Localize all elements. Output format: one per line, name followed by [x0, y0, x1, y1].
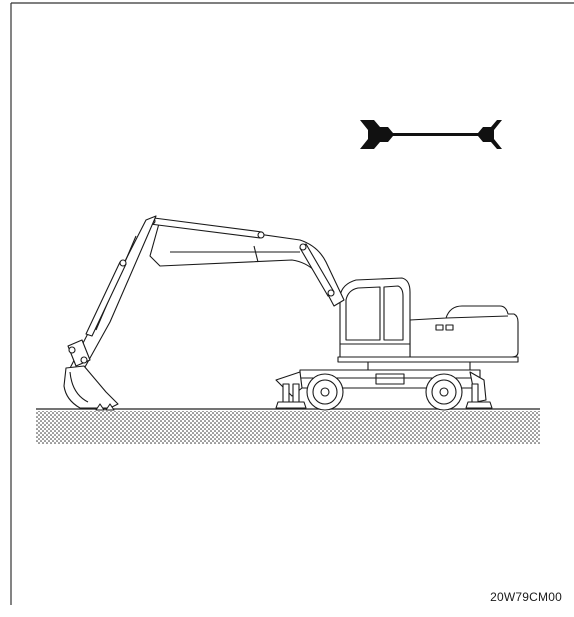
boom	[149, 219, 345, 307]
figure-code: 20W79CM00	[490, 590, 562, 604]
wheeled-excavator-icon	[63, 215, 519, 411]
front-wheel	[306, 373, 344, 411]
rear-outriggers	[465, 371, 493, 409]
wrench-icon	[360, 120, 502, 149]
rear-wheel	[425, 373, 463, 411]
front-outriggers	[275, 371, 307, 409]
bucket	[63, 365, 119, 409]
ground-dotted-fill	[36, 411, 540, 444]
engine-housing	[409, 305, 519, 358]
page-border	[10, 2, 574, 605]
ground	[36, 408, 540, 444]
